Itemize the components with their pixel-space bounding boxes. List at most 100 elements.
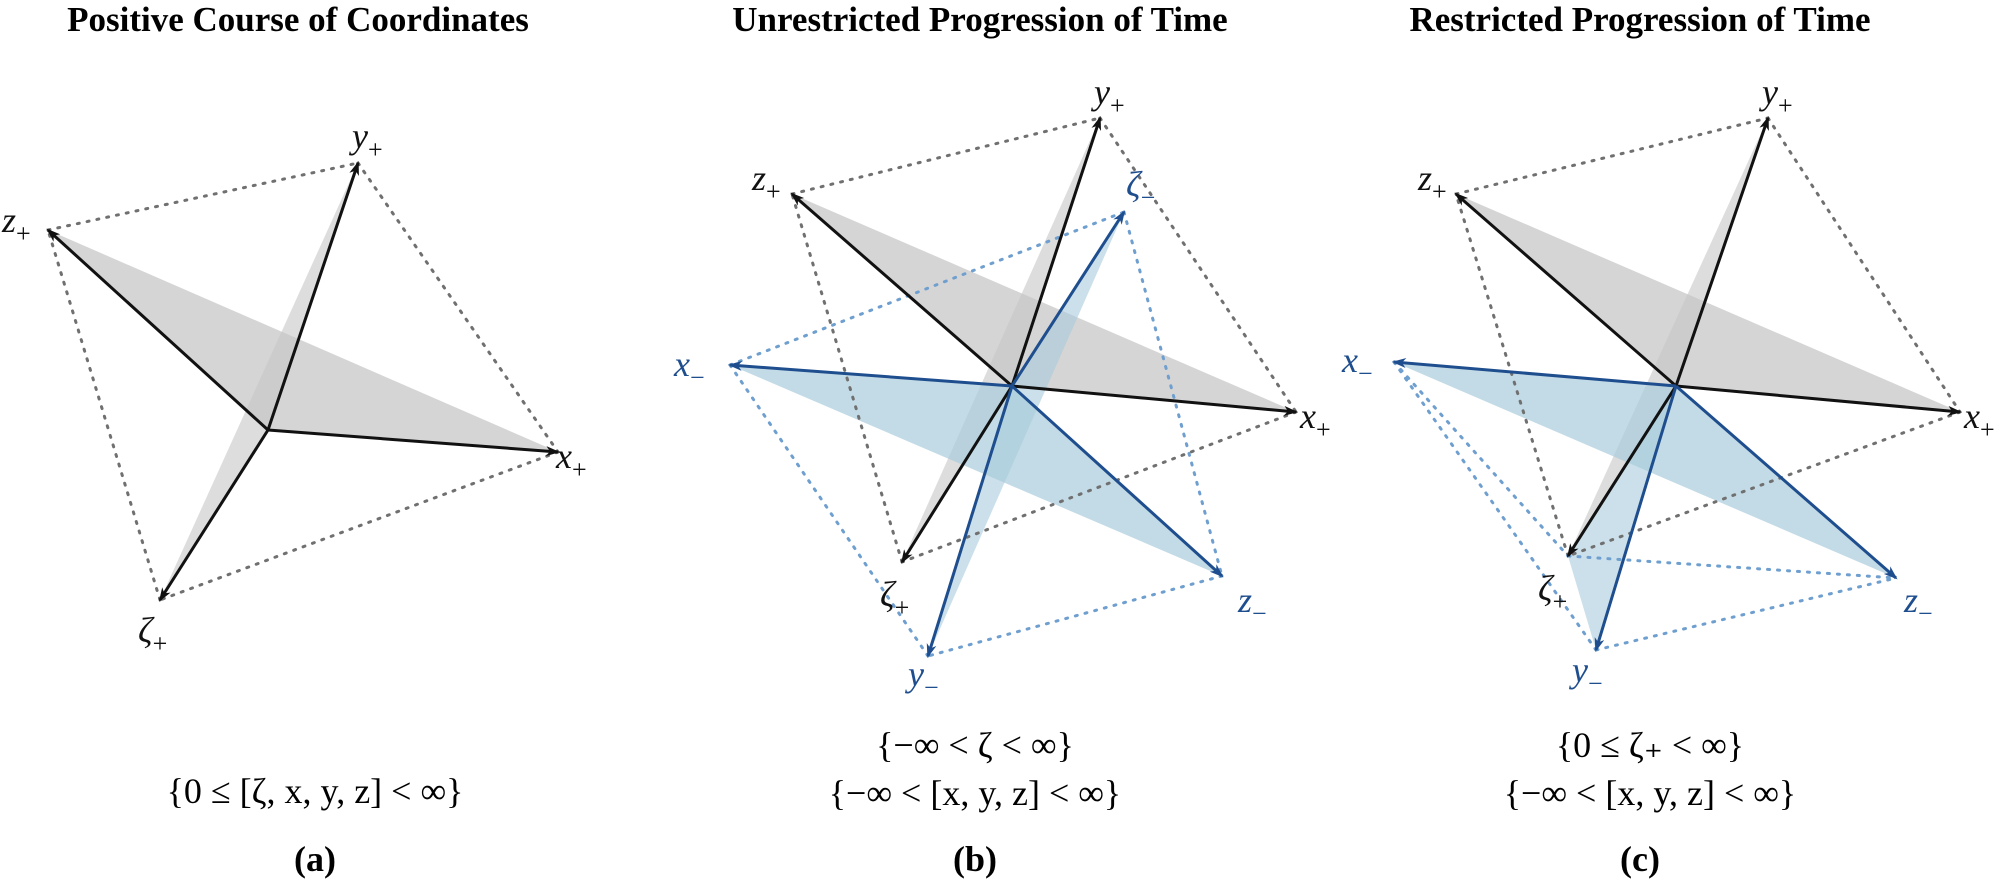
axis-z-plus (1454, 192, 1677, 388)
axis-label-y-plus: y+ (1759, 72, 1793, 120)
panel-b-title: Unrestricted Progression of Time (732, 0, 1228, 39)
guide-y-plus-x-plus (1766, 116, 1962, 414)
axis-label-x-plus: x+ (1963, 396, 1995, 444)
axis-label-x-minus: x− (1341, 340, 1373, 388)
axis-label-zeta-plus: ζ+ (1538, 568, 1567, 616)
axis-label-sign: − (1588, 669, 1603, 698)
axis-label-base: z (751, 158, 766, 198)
axis-z-plus (790, 192, 1013, 388)
axis-label-base: z (1237, 580, 1252, 620)
guide-zeta-minus-z-minus (1122, 210, 1224, 578)
axis-label-sign: + (1110, 91, 1125, 120)
guide-zeta-plus-z-plus (46, 228, 162, 602)
axis-label-base: x (673, 344, 690, 384)
panel-a-title: Positive Course of Coordinates (67, 0, 529, 39)
axis-z-minus (1675, 384, 1898, 580)
axis-label-x-minus: x− (673, 344, 705, 392)
axis-label-base: ζ (880, 574, 897, 614)
axis-zeta-minus (1010, 210, 1126, 387)
axis-label-sign: + (766, 177, 781, 206)
guide-y-plus-x-plus (356, 161, 560, 454)
axis-label-z-plus: z+ (1417, 158, 1447, 206)
axis-label-base: x (1299, 396, 1316, 436)
panel-a-sublabel: (a) (294, 839, 336, 879)
axis-label-sign: + (16, 219, 31, 248)
axis-label-z-minus: z− (1903, 580, 1933, 628)
axis-label-base: ζ (1538, 568, 1555, 608)
guide-x-plus-zeta-plus (900, 410, 1298, 564)
plane-z-plus-x-plus (792, 194, 1296, 412)
plane-zeta-plus-y-minus (1568, 386, 1676, 650)
axis-label-base: y (1569, 650, 1588, 690)
axis-label-base: ζ (1126, 164, 1143, 204)
axis-x-plus (267, 428, 560, 457)
axis-label-sign: + (572, 455, 587, 484)
axis-label-y-plus: y+ (1091, 72, 1125, 120)
guide-z-plus-y-plus (790, 116, 1102, 196)
guide-y-minus-x-minus (728, 363, 930, 658)
axis-label-base: z (1903, 580, 1918, 620)
axis-label-zeta-minus: ζ− (1126, 164, 1155, 212)
panel-a-formula-1: {0 ≤ [ζ, x, y, z] < ∞} (166, 771, 464, 811)
axis-label-base: y (1759, 72, 1778, 112)
axis-x-minus (1392, 358, 1677, 388)
axis-x-plus (1011, 384, 1298, 416)
axis-label-sign: − (1918, 599, 1933, 628)
plane-zeta-minus-y-minus (928, 212, 1124, 656)
guide-x-plus-zeta-plus (1566, 410, 1962, 558)
axis-label-base: z (1417, 158, 1432, 198)
axis-label-sign: + (1980, 415, 1995, 444)
panel-b-formula-2: {−∞ < [x, y, z] < ∞} (828, 773, 1122, 813)
plane-z-plus-x-plus (48, 230, 558, 452)
axis-y-plus (1674, 116, 1770, 387)
axis-z-plus (46, 228, 270, 432)
guide-y-plus-x-plus (1098, 116, 1298, 414)
axis-label-sign: − (1252, 599, 1267, 628)
axis-label-sign: − (924, 673, 939, 702)
guide-x-minus-y-minus (1392, 360, 1598, 652)
axis-x-plus (1675, 384, 1962, 416)
guide-zeta-plus-z-plus (790, 192, 904, 564)
axis-y-minus (926, 385, 1014, 658)
axis-label-sign: + (153, 629, 168, 658)
axis-label-base: x (1963, 396, 1980, 436)
axis-label-zeta-plus: ζ+ (880, 574, 909, 622)
plane-z-plus-x-plus (1456, 194, 1960, 412)
axis-y-plus (266, 161, 360, 431)
guide-z-plus-y-plus (1454, 116, 1770, 196)
axis-label-base: z (1, 200, 16, 240)
axis-label-sign: − (1358, 359, 1373, 388)
guide-zeta-plus-z-plus (1454, 192, 1570, 558)
axis-y-minus (1594, 385, 1678, 652)
axis-label-sign: − (1141, 183, 1156, 212)
axis-z-minus (1010, 384, 1224, 578)
guide-z-plus-y-plus (46, 161, 360, 232)
axis-label-sign: − (690, 363, 705, 392)
plane-x-minus-z-minus (730, 365, 1222, 576)
axis-zeta-plus (1566, 385, 1678, 558)
plane-y-plus-zeta-plus (160, 163, 358, 600)
axis-label-z-plus: z+ (751, 158, 781, 206)
axis-label-sign: + (368, 135, 383, 164)
axis-label-base: y (905, 654, 924, 694)
axis-label-sign: + (1316, 415, 1331, 444)
axis-label-z-plus: z+ (1, 200, 31, 248)
panel-c-title: Restricted Progression of Time (1409, 0, 1871, 39)
axis-label-base: ζ (138, 610, 155, 650)
axis-label-sign: + (1432, 177, 1447, 206)
axis-label-base: y (1091, 72, 1110, 112)
axis-zeta-plus (158, 429, 270, 602)
guide-y-minus-z-minus (1594, 576, 1898, 652)
axis-label-y-plus: y+ (349, 116, 383, 164)
axis-label-sign: + (895, 593, 910, 622)
axis-label-z-minus: z− (1237, 580, 1267, 628)
axis-label-base: x (555, 436, 572, 476)
guide-z-minus-y-minus (926, 574, 1224, 658)
panel-b-formula-1: {−∞ < ζ < ∞} (876, 725, 1074, 765)
axis-label-x-plus: x+ (1299, 396, 1331, 444)
guide-x-minus-zeta-minus (728, 210, 1126, 367)
axis-y-plus (1010, 116, 1102, 387)
axis-label-sign: + (1778, 91, 1793, 120)
axis-x-minus (728, 360, 1013, 388)
